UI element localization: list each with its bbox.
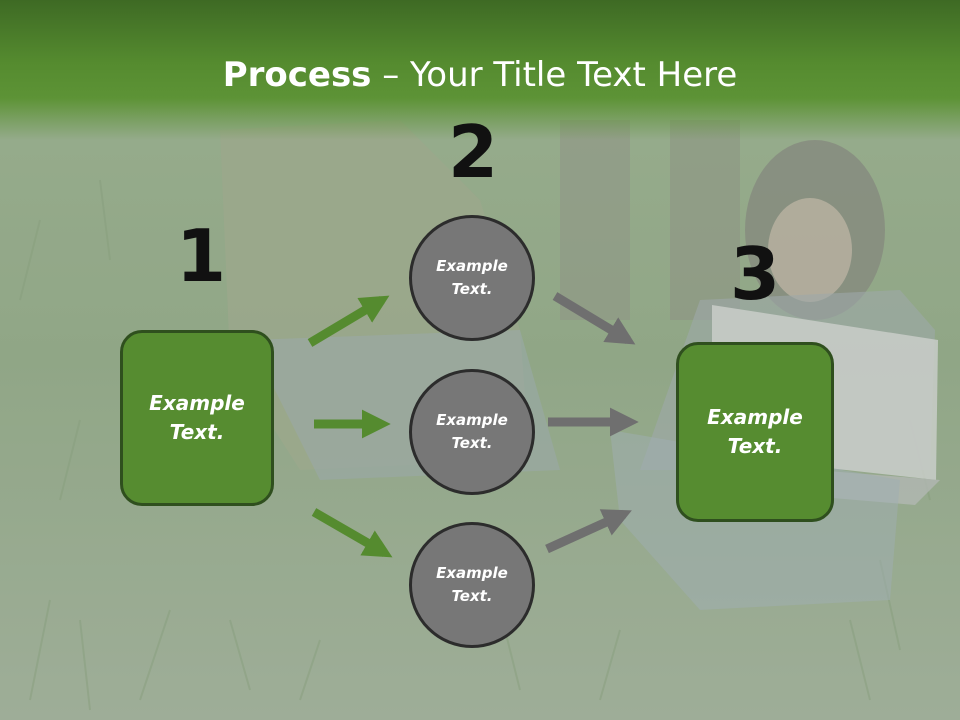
circle-top: Example Text. (409, 215, 535, 341)
circle-line: Example (436, 564, 508, 582)
step-number-3: 3 (730, 232, 781, 316)
circle-bottom: Example Text. (409, 522, 535, 648)
arrow-icon (307, 295, 390, 347)
arrow-icon (552, 292, 636, 345)
circle-line: Example (436, 257, 508, 275)
slide-title: Process – Your Title Text Here (0, 52, 960, 98)
right-box-text: Example Text. (707, 403, 803, 461)
right-box: Example Text. (676, 342, 834, 522)
circle-text: Example Text. (436, 255, 508, 301)
circle-line: Text. (451, 587, 493, 605)
step-number-2: 2 (448, 110, 499, 194)
circle-text: Example Text. (436, 409, 508, 455)
title-bold: Process (222, 55, 372, 95)
left-box: Example Text. (120, 330, 274, 506)
step-number-1: 1 (176, 214, 227, 298)
title-rest: – Your Title Text Here (371, 55, 738, 95)
circle-text: Example Text. (436, 562, 508, 608)
circle-middle: Example Text. (409, 369, 535, 495)
circle-line: Text. (451, 280, 493, 298)
box-line: Example (707, 405, 803, 429)
arrow-icon (311, 508, 393, 558)
box-line: Text. (169, 420, 225, 444)
arrow-icon (545, 509, 632, 554)
circle-line: Text. (451, 434, 493, 452)
box-line: Example (149, 391, 245, 415)
left-box-text: Example Text. (149, 389, 245, 447)
title-band (0, 0, 960, 140)
box-line: Text. (727, 434, 783, 458)
circle-line: Example (436, 411, 508, 429)
